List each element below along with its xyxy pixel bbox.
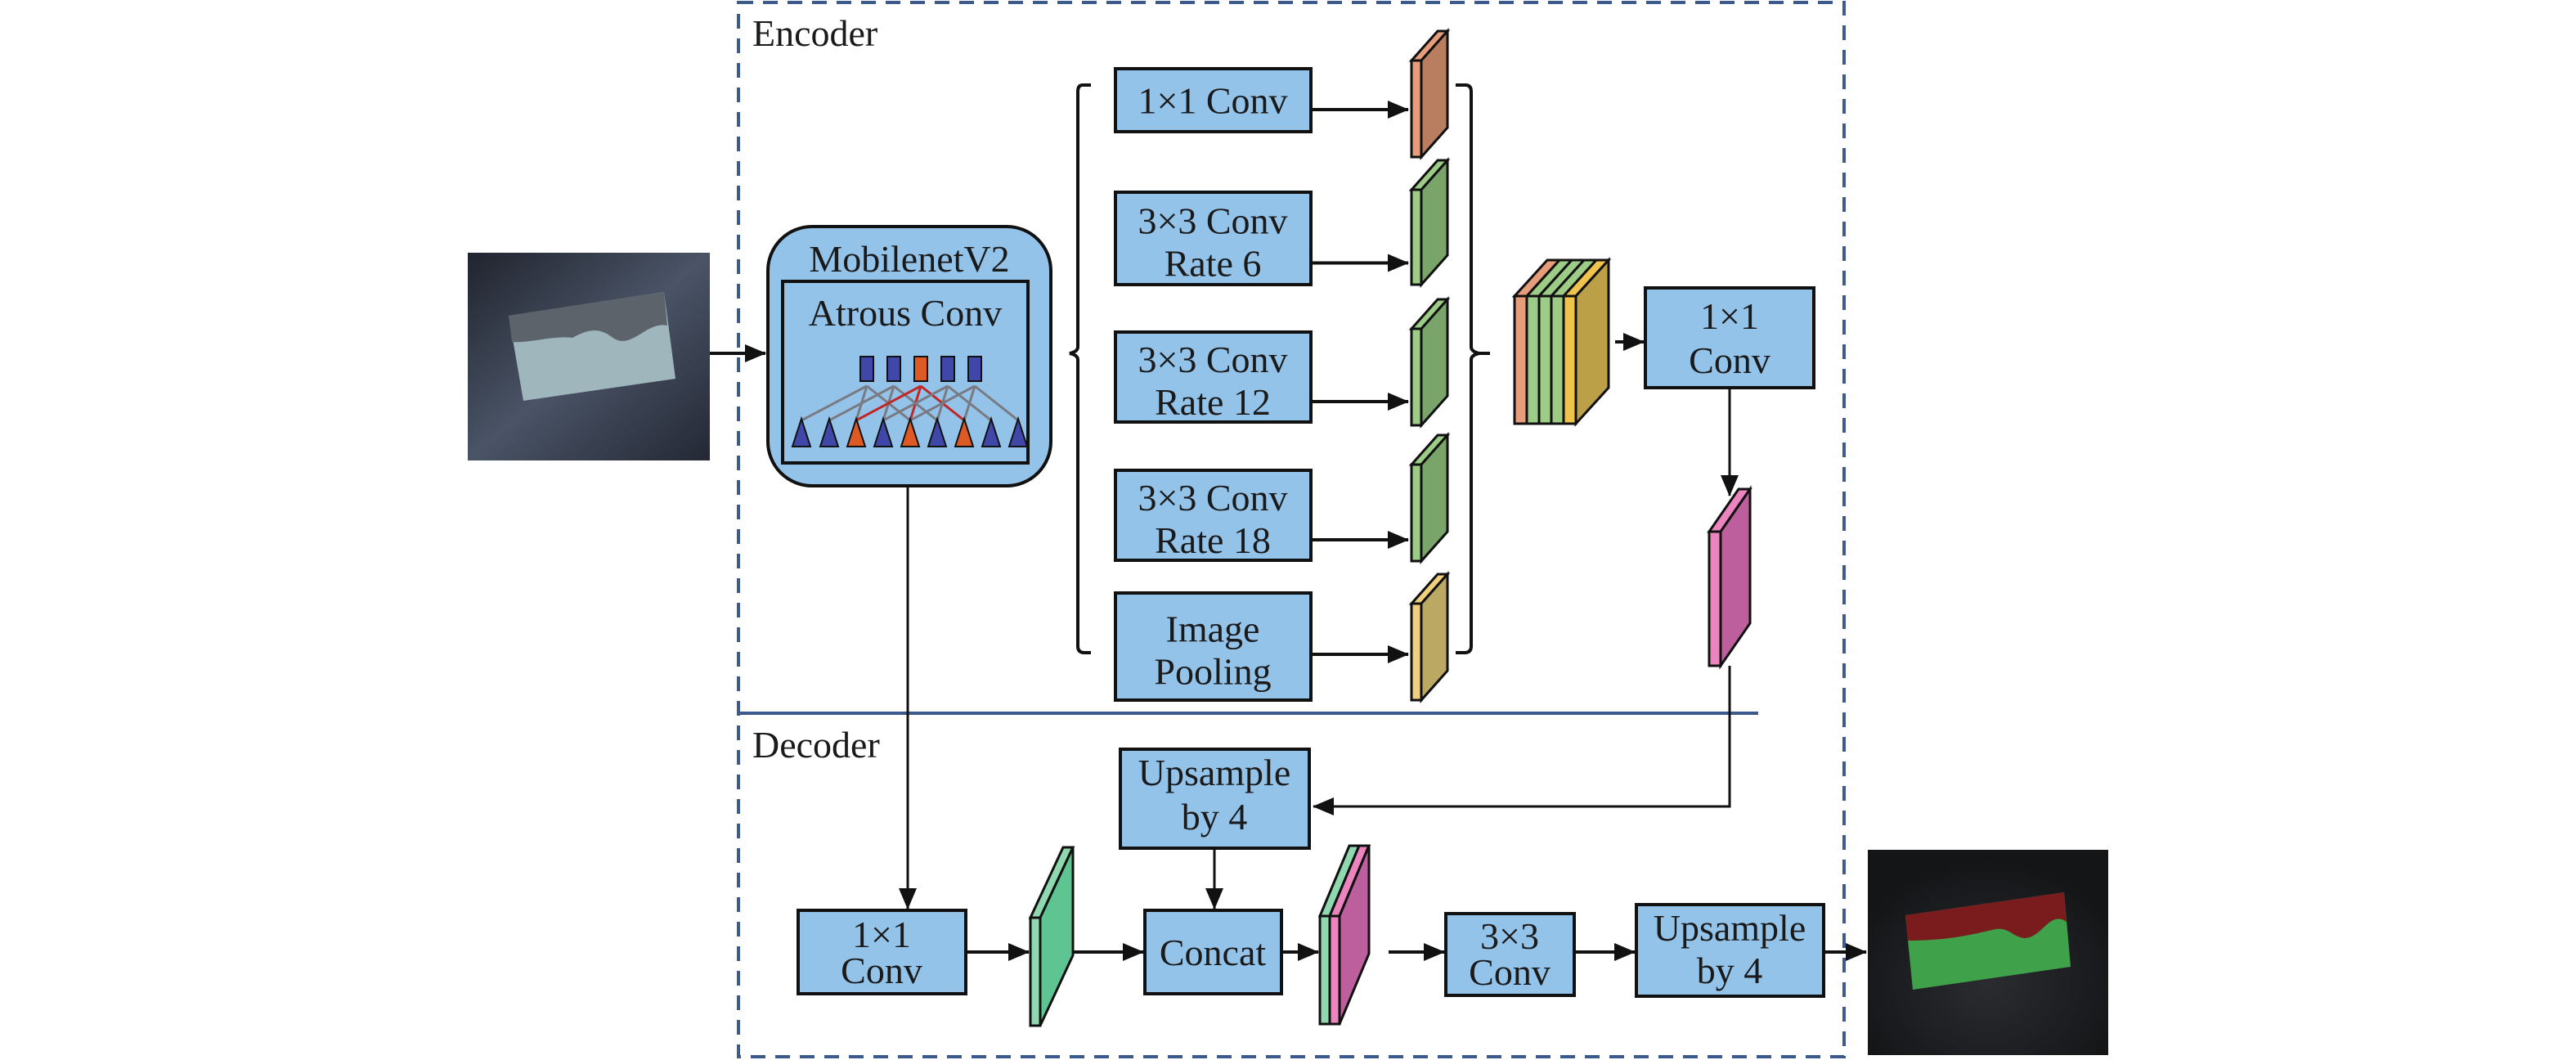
- branch-box: [1114, 67, 1313, 133]
- concat-feature-map: [1317, 844, 1371, 1026]
- high-level-feature-map: [1707, 485, 1752, 670]
- concat-front-pink: [1328, 914, 1341, 1026]
- branch-line1: 1×1 Conv: [1138, 80, 1287, 122]
- backbone-mobilenetv2: MobilenetV2 Atrous Conv: [766, 225, 1052, 487]
- upsample-final-line2: by 4: [1697, 950, 1763, 991]
- atrous-conv-illustration: [791, 356, 1029, 447]
- encoder-label: Encoder: [752, 12, 877, 54]
- model-frame: [737, 1, 1846, 1058]
- atrous-input-unit: [927, 415, 948, 447]
- branch-box: [1114, 330, 1313, 424]
- branch-feature-map: [1408, 296, 1451, 429]
- branch-line2: Pooling: [1154, 651, 1271, 693]
- stack-front-strip: [1537, 294, 1553, 425]
- branch-line1: Image: [1166, 609, 1260, 650]
- stack-front-strip: [1525, 294, 1541, 425]
- branch-feature-map: [1408, 432, 1451, 564]
- atrous-input-unit: [954, 415, 975, 447]
- low-level-map-shape: [1028, 846, 1075, 1027]
- input-image: [468, 253, 710, 460]
- atrous-input-unit: [900, 415, 921, 447]
- atrous-input-unit: [819, 415, 840, 447]
- branch-brace-left: [1069, 83, 1091, 654]
- branch-line2: Rate 18: [1155, 519, 1271, 561]
- atrous-input-unit: [873, 415, 894, 447]
- upsample-final-box: Upsample by 4: [1635, 903, 1825, 998]
- atrous-connection: [909, 384, 976, 422]
- stack-front-strip: [1550, 294, 1565, 425]
- branch-box: [1114, 469, 1313, 562]
- upsample-final-line1: Upsample: [1654, 907, 1806, 949]
- atrous-conv-title: Atrous Conv: [809, 292, 1002, 334]
- branch-box: [1114, 191, 1313, 286]
- branch-feature-map: [1408, 157, 1451, 288]
- atrous-connection: [974, 384, 1019, 422]
- concat-front-green: [1318, 914, 1331, 1026]
- atrous-output-unit: [940, 356, 955, 382]
- refine-conv-line2: Conv: [1469, 951, 1551, 993]
- low-level-conv-line1: 1×1: [852, 914, 911, 955]
- atrous-connection: [801, 384, 868, 422]
- refine-conv-line1: 3×3: [1480, 915, 1539, 957]
- branch-feature-map: [1408, 28, 1451, 160]
- concat-label: Concat: [1160, 932, 1267, 973]
- refine-conv-box: 3×3 Conv: [1444, 912, 1576, 997]
- upsample-top-box: Upsample by 4: [1119, 748, 1311, 850]
- low-level-conv-box: 1×1 Conv: [797, 909, 967, 995]
- aspp-concat-stack: [1511, 257, 1612, 427]
- branch-line2: Rate 12: [1155, 381, 1271, 423]
- fuse-conv-line2: Conv: [1689, 339, 1770, 381]
- upsample-top-line1: Upsample: [1138, 752, 1291, 793]
- atrous-input-unit: [981, 415, 1002, 447]
- backbone-title: MobilenetV2: [809, 238, 1009, 280]
- stack-front-strip: [1513, 294, 1528, 425]
- aspp-branch-0: 1×1 Conv: [1114, 28, 1451, 160]
- atrous-input-unit: [846, 415, 867, 447]
- branch-brace-right: [1456, 83, 1480, 654]
- atrous-input-unit: [1008, 415, 1029, 447]
- branch-line2: Rate 6: [1165, 243, 1262, 285]
- low-level-feature-map: [1028, 846, 1075, 1027]
- low-level-conv-line2: Conv: [841, 950, 922, 991]
- branch-box: [1114, 591, 1313, 702]
- branch-line1: 3×3 Conv: [1138, 200, 1287, 242]
- upsample-top-line2: by 4: [1182, 796, 1248, 838]
- concat-box: Concat: [1143, 909, 1283, 995]
- atrous-output-unit: [886, 356, 901, 382]
- atrous-input-unit: [791, 415, 812, 447]
- branch-feature-map: [1408, 571, 1451, 703]
- fuse-conv-line1: 1×1: [1700, 295, 1759, 337]
- stack-front-strip: [1562, 294, 1577, 425]
- atrous-connection: [855, 384, 922, 422]
- output-segmentation-image: [1868, 850, 2108, 1055]
- branch-line1: 3×3 Conv: [1138, 339, 1287, 380]
- branch-line1: 3×3 Conv: [1138, 477, 1287, 519]
- high-level-to-upsample-path: [1313, 666, 1731, 815]
- fuse-conv-box: 1×1 Conv: [1644, 286, 1815, 389]
- atrous-connection: [828, 384, 895, 422]
- atrous-output-unit: [859, 356, 874, 382]
- high-level-map-shape: [1707, 485, 1752, 670]
- atrous-output-unit: [913, 356, 928, 382]
- atrous-connection: [882, 384, 949, 422]
- atrous-connection: [963, 385, 976, 421]
- atrous-output-unit: [967, 356, 982, 382]
- decoder-label: Decoder: [752, 724, 880, 766]
